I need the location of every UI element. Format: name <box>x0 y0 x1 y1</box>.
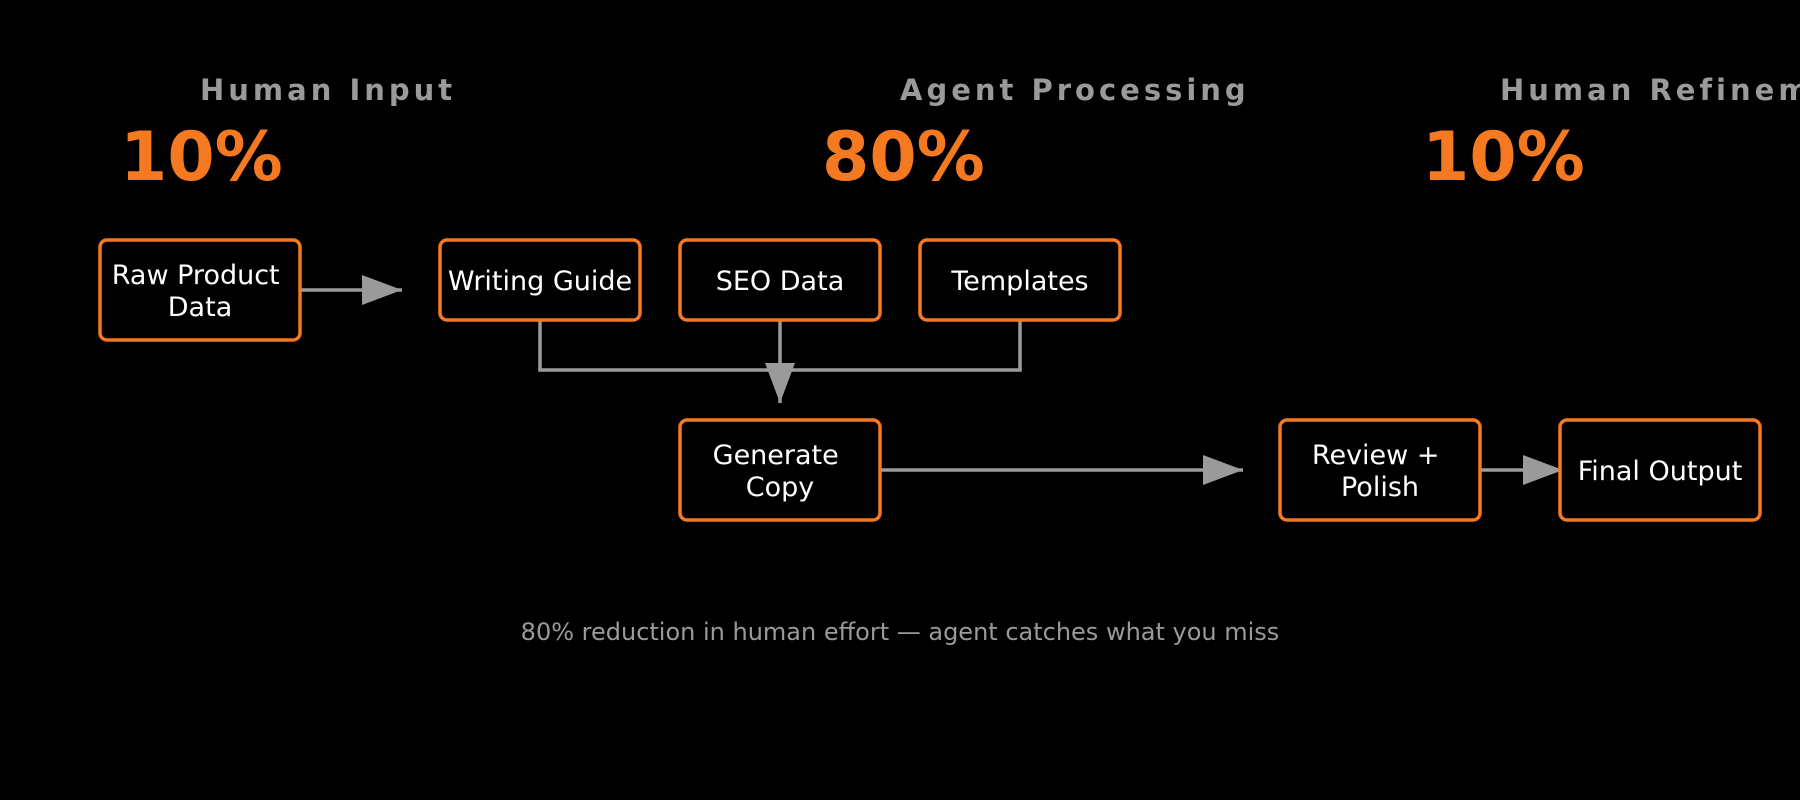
node-label: SEO Data <box>716 266 845 297</box>
node-seo-data: SEO Data <box>678 238 882 322</box>
phase-title: Agent Processing <box>900 73 1250 107</box>
connectors <box>300 275 1563 485</box>
phase-title: Human Refinement <box>1500 73 1800 107</box>
node-final-output: Final Output <box>1558 418 1762 522</box>
phase-percent: 10% <box>120 118 283 197</box>
node-box <box>438 238 642 322</box>
node-label: Generate Copy <box>713 440 848 503</box>
node-label: Templates <box>950 266 1088 297</box>
phase-human-input: Human Input 10% <box>120 73 456 197</box>
node-box <box>98 238 302 342</box>
node-box <box>1278 418 1482 522</box>
node-box <box>1558 418 1762 522</box>
node-box <box>678 418 882 522</box>
node-box <box>678 238 882 322</box>
node-review-polish: Review + Polish <box>1278 418 1482 522</box>
node-writing-guide: Writing Guide <box>438 238 642 322</box>
node-label: Final Output <box>1578 456 1743 487</box>
node-raw-product-data: Raw Product Data <box>98 238 302 342</box>
node-box <box>918 238 1122 322</box>
node-label: Raw Product Data <box>112 260 289 323</box>
node-templates: Templates <box>918 238 1122 322</box>
phase-percent: 80% <box>822 118 985 197</box>
node-label: Review + Polish <box>1312 440 1448 503</box>
node-label: Writing Guide <box>448 266 632 297</box>
caption: 80% reduction in human effort — agent ca… <box>521 618 1280 646</box>
phase-percent: 10% <box>1422 118 1585 197</box>
node-generate-copy: Generate Copy <box>678 418 882 522</box>
phase-human-refinement: Human Refinement 10% <box>1422 73 1800 197</box>
phase-agent-processing: Agent Processing 80% <box>822 73 1250 197</box>
phase-title: Human Input <box>200 73 456 107</box>
